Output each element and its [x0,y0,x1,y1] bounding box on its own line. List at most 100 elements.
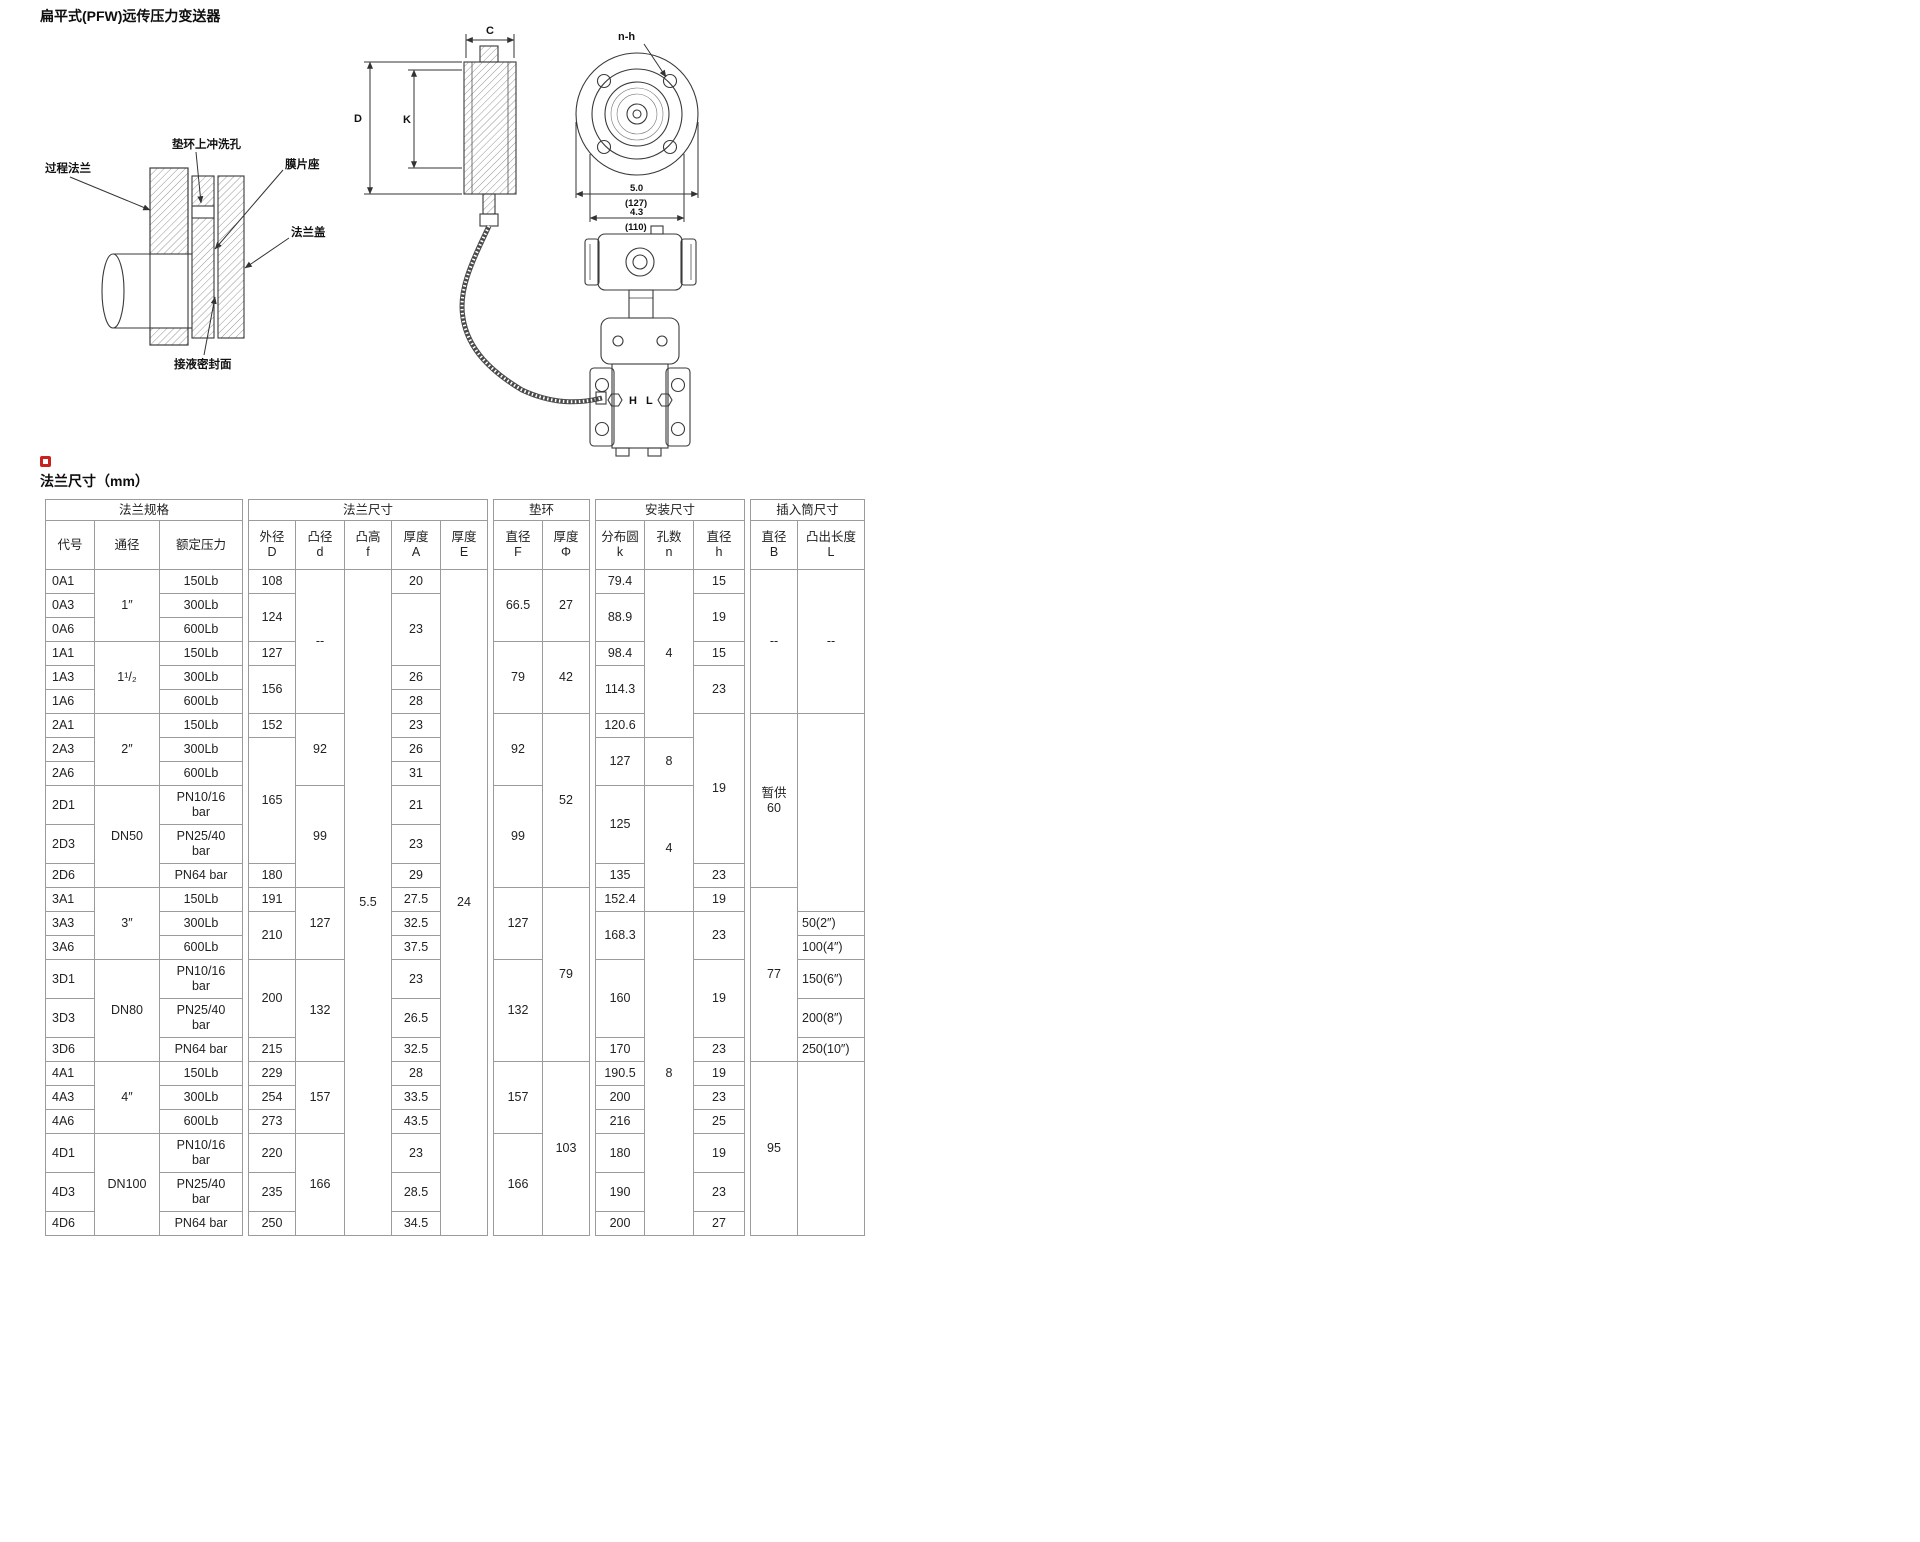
cell: 127 [494,888,542,959]
cell: 300Lb [160,738,242,761]
page-title: 扁平式(PFW)远传压力变送器 [40,8,221,24]
label-dim-bc: 4.3 [630,207,643,218]
label-sealing-face: 接液密封面 [174,357,232,371]
group-header: 插入筒尺寸 [751,500,864,520]
cell: 99 [494,786,542,887]
cell: PN64 bar [160,864,242,887]
cell: 34.5 [392,1212,440,1235]
cell: 250(10″) [798,1038,864,1061]
cell: 229 [249,1062,295,1085]
label-dim-K: K [403,114,411,126]
col-header-D: 外径 D [249,521,295,569]
cell: 92 [296,714,344,785]
cell: 4D3 [46,1173,94,1211]
cell: PN10/16 bar [160,1134,242,1172]
bolt-hole [662,73,678,89]
cell: 600Lb [160,936,242,959]
cell: 200 [249,960,295,1037]
group-header: 安装尺寸 [596,500,744,520]
manifold-bolt [594,377,610,393]
cell: 88.9 [596,594,644,641]
cell: 19 [694,1062,744,1085]
manifold-bolt [670,421,686,437]
face-dims [575,43,699,222]
cell: PN25/40 bar [160,825,242,863]
cell: 4 [645,786,693,911]
table-flange-spec: 法兰规格 代号 通径 额定压力 0A1 0A3 0A6 1A1 1A3 1A6 … [45,499,243,1236]
flange-dimension-table: 法兰规格 代号 通径 额定压力 0A1 0A3 0A6 1A1 1A3 1A6 … [45,499,865,1236]
cell: 3D1 [46,960,94,998]
cell: 19 [694,1134,744,1172]
cell: 132 [296,960,344,1061]
cell: 4D6 [46,1212,94,1235]
cell: 15 [694,570,744,593]
cell: 33.5 [392,1086,440,1109]
cell: 157 [494,1062,542,1133]
cell: 95 [751,1062,797,1235]
flange-section-labels [69,151,290,356]
label-flange-cover: 法兰盖 [291,225,326,239]
cell [798,1062,864,1235]
label-dim-od-mm: (127) [625,198,647,209]
label-dim-C: C [486,25,494,37]
col-header-E: 厚度 E [441,521,487,569]
seal-disc [463,61,517,195]
cell: 180 [249,864,295,887]
cell: 19 [694,888,744,911]
cell: 99 [296,786,344,887]
cell: 600Lb [160,762,242,785]
cell: 600Lb [160,690,242,713]
cell: 23 [694,912,744,959]
cell: 273 [249,1110,295,1133]
cell: 168.3 [596,912,644,959]
col-header-phi: 厚度 Φ [543,521,589,569]
cell: 4D1 [46,1134,94,1172]
cell: 1A6 [46,690,94,713]
cell: 25 [694,1110,744,1133]
cell: 132 [494,960,542,1061]
cell: 180 [596,1134,644,1172]
cell: 43.5 [392,1110,440,1133]
cell: 1A1 [46,642,94,665]
section-title: 法兰尺寸（mm） [40,473,149,489]
cell: 24 [441,570,487,1235]
label-diaphragm-seat: 膜片座 [285,157,320,171]
col-header-L: 凸出长度 L [798,521,864,569]
label-process-flange: 过程法兰 [45,161,91,175]
cell: 3A3 [46,912,94,935]
cell: 98.4 [596,642,644,665]
table-mounting: 安装尺寸 分布圆 k 孔数 n 直径 h 79.4 88.9 98.4 114.… [595,499,745,1236]
group-header: 法兰尺寸 [249,500,487,520]
cell: 42 [543,642,589,713]
cell: 79 [543,888,589,1061]
cell: 4 [645,570,693,737]
cell [798,714,864,911]
cell: 2D1 [46,786,94,824]
cell: 100(4″) [798,936,864,959]
cell: 300Lb [160,1086,242,1109]
cell: DN50 [95,786,159,887]
flange-section-drawing [101,167,245,346]
cell: 300Lb [160,912,242,935]
cell: 23 [694,1173,744,1211]
cell: 254 [249,1086,295,1109]
cell: 23 [694,666,744,713]
group-header: 垫环 [494,500,589,520]
col-header-bore: 通径 [95,521,159,569]
cell: 3A1 [46,888,94,911]
cell: DN80 [95,960,159,1061]
cell: 150Lb [160,888,242,911]
cell: 27 [694,1212,744,1235]
cell: 150Lb [160,570,242,593]
cell: 2A3 [46,738,94,761]
cell: PN64 bar [160,1212,242,1235]
cell: 27.5 [392,888,440,911]
cell: 152.4 [596,888,644,911]
cell: 3D3 [46,999,94,1037]
cell: 19 [694,714,744,863]
cell: 600Lb [160,1110,242,1133]
col-header-A: 厚度 A [392,521,440,569]
cell: 220 [249,1134,295,1172]
cell: 0A1 [46,570,94,593]
cell: -- [751,570,797,713]
